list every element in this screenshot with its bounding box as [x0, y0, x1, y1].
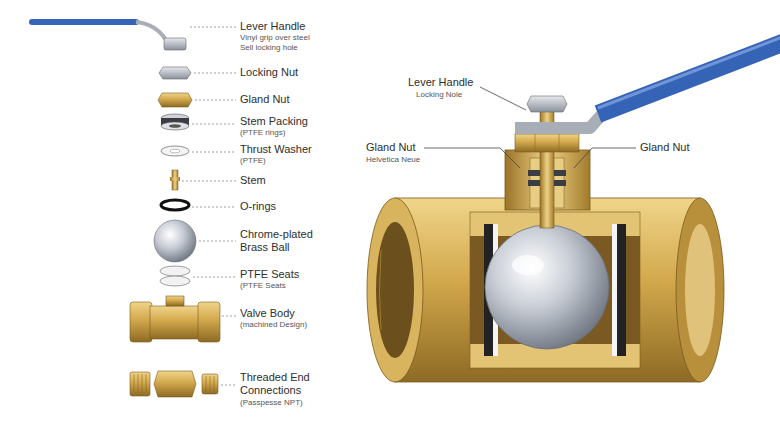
part-label: Lever Handle — [408, 76, 473, 89]
part-label: Lever Handle — [240, 20, 305, 33]
leader-lines — [182, 27, 236, 385]
part-label: Valve Body — [240, 307, 295, 320]
part-note: (machined Design) — [240, 320, 307, 329]
part-note: Vinyl grip over steel — [240, 33, 310, 42]
part-note: (PTFE) — [240, 156, 266, 165]
part-note: Helvetica Neue — [366, 155, 420, 164]
part-note: (Passpesse NPT) — [240, 398, 303, 407]
part-label: PTFE Seats — [240, 268, 299, 281]
part-note: (PTFE rings) — [240, 128, 285, 137]
part-label: Stem — [240, 174, 266, 187]
part-note: Sell locking hole — [240, 43, 298, 52]
part-label: O-rings — [240, 200, 276, 213]
leader-lines — [424, 87, 636, 168]
part-label: Gland Nut — [366, 141, 416, 154]
exploded-view — [32, 22, 220, 397]
part-note: Locking Nole — [416, 90, 462, 99]
part-label: Threaded End Connections — [240, 371, 332, 396]
part-note: (PTFE Seats — [240, 281, 286, 290]
part-label: Thrust Washer — [240, 143, 312, 156]
part-label: Gland Nut — [640, 141, 690, 154]
part-label: Gland Nut — [240, 93, 290, 106]
part-label: Locking Nut — [240, 66, 298, 79]
part-label: Chrome-plated Brass Ball — [240, 228, 332, 253]
part-label: Stem Packing — [240, 115, 308, 128]
cutaway-view — [367, 34, 780, 382]
